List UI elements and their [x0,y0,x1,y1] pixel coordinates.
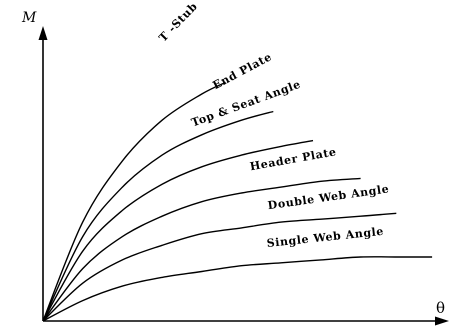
y-axis-label: M [21,10,37,26]
series-line-5 [42,212,397,322]
series-label-6: Single Web Angle [266,225,385,250]
series-label-4: Header Plate [249,145,338,173]
series-line-4 [42,177,361,322]
series-line-3 [42,139,314,322]
series-label-1: T -Stub [156,0,200,44]
series-line-6 [42,256,433,322]
series-label-3: Top & Seat Angle [190,78,303,130]
series-line-2 [42,110,274,322]
series-label-2: End Plate [211,50,274,92]
y-axis-arrow-icon [38,26,48,40]
series-group [42,81,433,322]
x-axis-label: θ [436,299,445,317]
series-line-1 [42,81,226,322]
x-axis-arrow-icon [435,316,449,326]
